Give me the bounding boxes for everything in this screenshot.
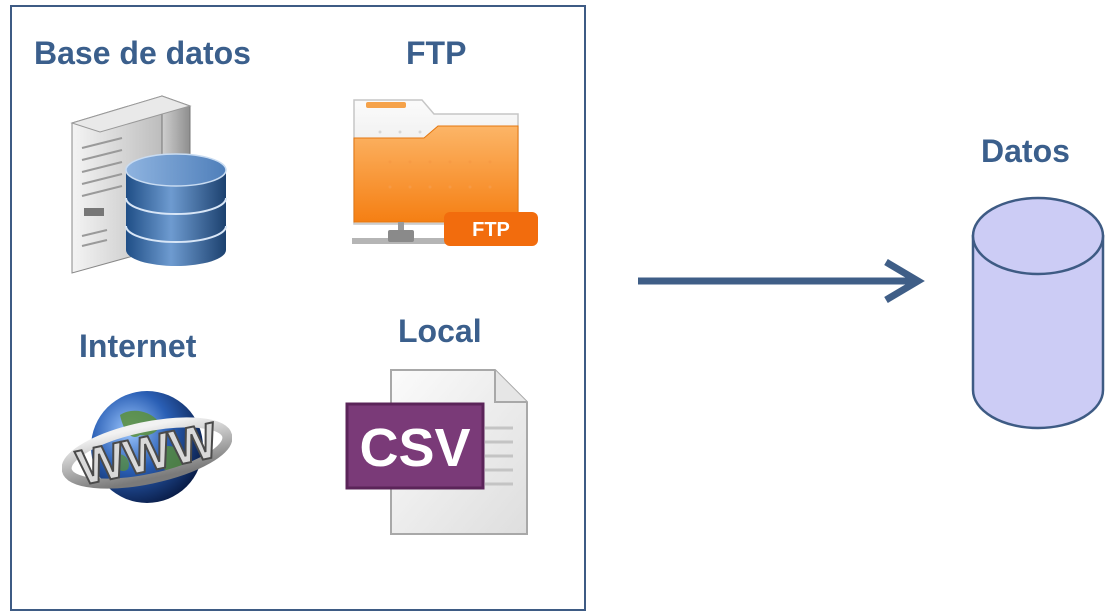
csv-file-icon: CSV — [345, 369, 528, 535]
database-server-icon — [70, 95, 227, 274]
ftp-folder-icon: FTP — [352, 99, 538, 246]
ftp-label: FTP — [406, 35, 467, 71]
database-label: Base de datos — [34, 35, 251, 71]
local-label: Local — [398, 313, 482, 349]
data-cylinder-icon — [971, 196, 1105, 430]
target-label: Datos — [981, 133, 1070, 169]
arrow-right-icon — [638, 258, 925, 304]
www-globe-icon: WWW — [62, 391, 232, 503]
ftp-badge: FTP — [472, 219, 510, 241]
internet-label: Internet — [79, 328, 197, 364]
csv-badge: CSV — [359, 418, 470, 478]
